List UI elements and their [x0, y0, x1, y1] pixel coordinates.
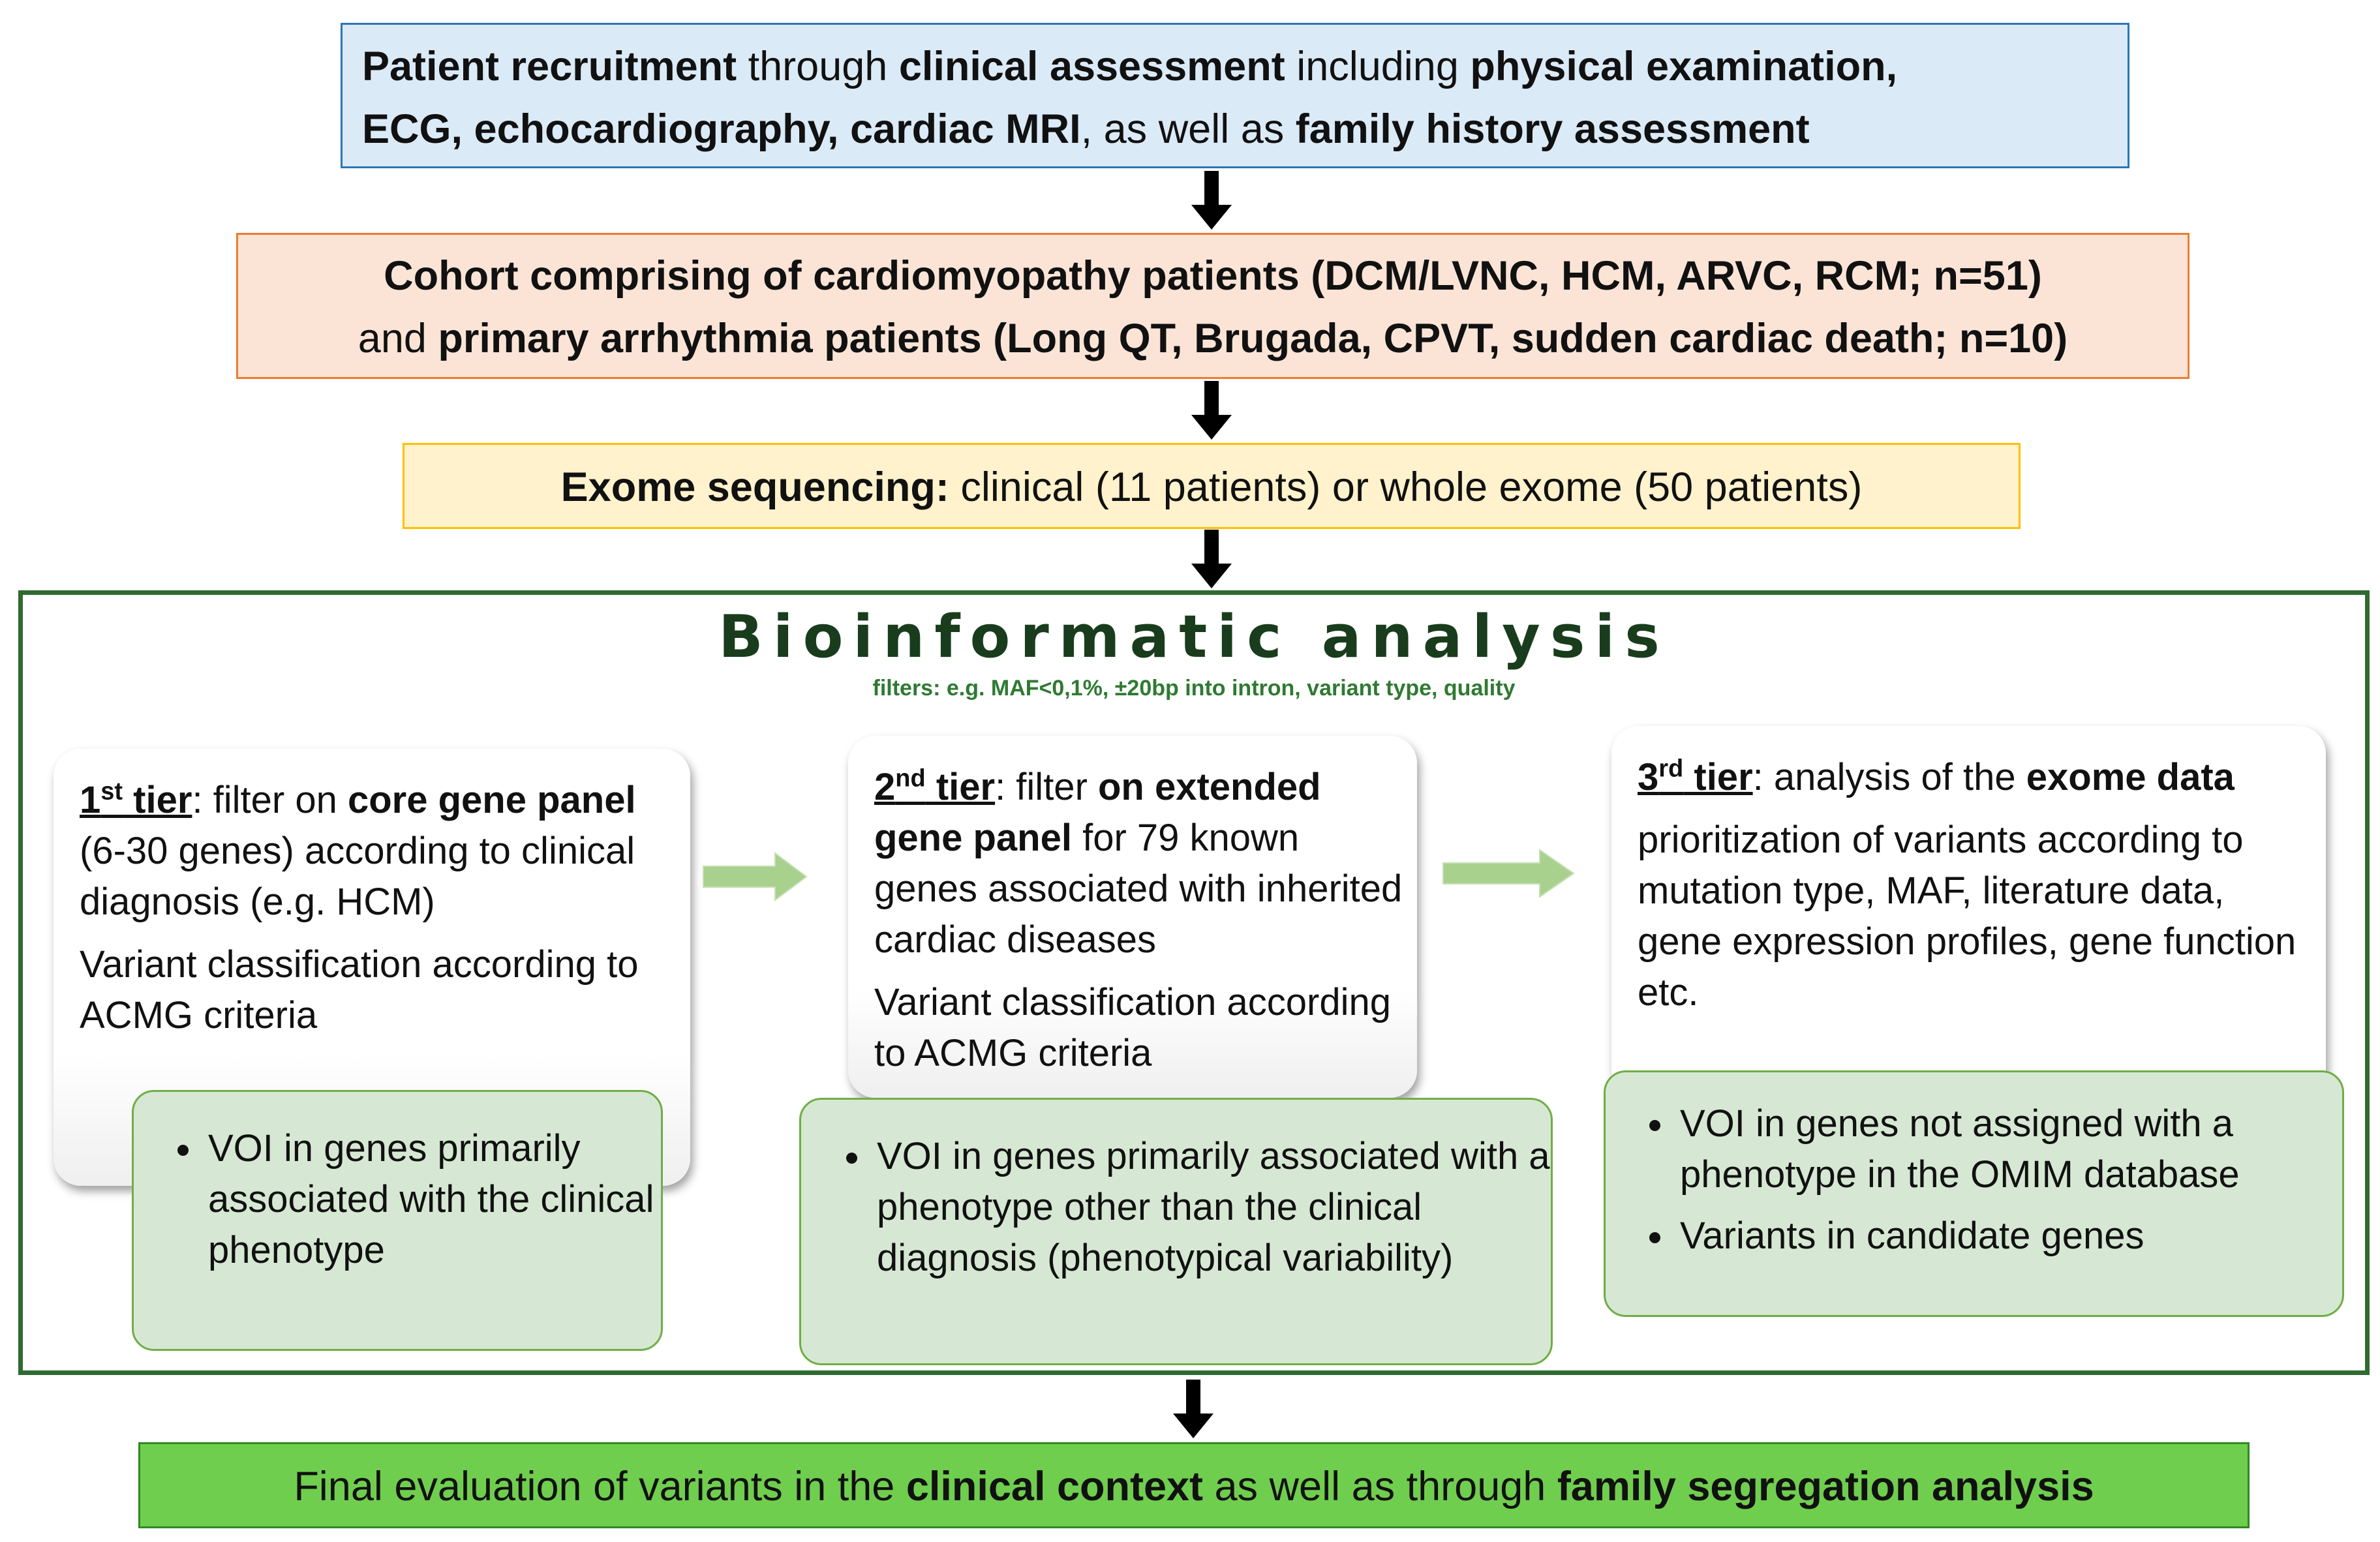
step1-run: ECG, echocardiography, cardiac MRI — [362, 106, 1081, 152]
bioinformatic-filters: filters: e.g. MAF<0,1%, ±20bp into intro… — [872, 676, 1516, 701]
down-arrow-icon — [1191, 530, 1232, 588]
down-arrow-icon — [1173, 1380, 1213, 1438]
patient-recruitment-box: Patient recruitment through clinical ass… — [341, 23, 2129, 168]
tier3-voi-item: VOI in genes not assigned with a phenoty… — [1676, 1098, 2342, 1200]
tier1-ordinal: st — [100, 778, 123, 806]
tier2-ordinal: nd — [895, 764, 926, 793]
step1-run: family history assessment — [1295, 106, 1810, 152]
tier3-ordinal: rd — [1658, 755, 1684, 783]
right-arrow-icon — [703, 852, 808, 901]
tier3-prioritization: prioritization of variants according to … — [1638, 819, 2296, 1014]
step1-run: physical examination, — [1470, 44, 1898, 89]
step1-run: , as well as — [1080, 106, 1296, 152]
tier2-word: tier — [925, 766, 996, 808]
tier2-text: : filter — [995, 766, 1098, 808]
final-evaluation-box: Final evaluation of variants in the clin… — [138, 1442, 2250, 1528]
tier1-classification: Variant classification according to ACMG… — [80, 943, 639, 1036]
bioinformatic-title: Bioinformatic analysis — [718, 603, 1670, 671]
down-arrow-icon — [1191, 381, 1232, 440]
tier3-text-bold: exome data — [2026, 756, 2235, 798]
step2-run: primary arrhythmia patients (Long QT, Br… — [438, 316, 2068, 361]
step1-run: Patient recruitment — [362, 44, 737, 89]
exome-sequencing-box: Exome sequencing: clinical (11 patients)… — [403, 443, 2021, 529]
tier1-text: : filter on — [192, 779, 348, 821]
tier1-number: 1 — [80, 779, 101, 821]
tier3-word: tier — [1683, 756, 1753, 798]
step5-run: family segregation analysis — [1557, 1464, 2094, 1509]
tier1-voi-box: VOI in genes primarily associated with t… — [132, 1090, 663, 1351]
step1-run: including — [1285, 44, 1471, 89]
step3-run: Exome sequencing: — [560, 464, 949, 510]
tier1-text: (6-30 genes) according to clinical diagn… — [80, 830, 635, 923]
tier1-text-bold: core gene panel — [347, 779, 636, 821]
down-arrow-icon — [1191, 171, 1232, 230]
step2-run: and — [358, 316, 438, 361]
right-arrow-icon — [1442, 849, 1575, 898]
tier1-voi-item: VOI in genes primarily associated with t… — [204, 1123, 661, 1276]
tier3-voi-item: Variants in candidate genes — [1676, 1211, 2342, 1262]
tier2-number: 2 — [874, 766, 896, 808]
tier1-word: tier — [123, 779, 192, 821]
tier2-text: for 79 known genes associated with inher… — [874, 817, 1403, 961]
tier2-voi-box: VOI in genes primarily associated with a… — [799, 1098, 1553, 1365]
cohort-box: Cohort comprising of cardiomyopathy pati… — [236, 233, 2189, 379]
tier3-voi-box: VOI in genes not assigned with a phenoty… — [1604, 1070, 2344, 1317]
step5-run: clinical context — [906, 1464, 1204, 1509]
step2-run: Cohort comprising of cardiomyopathy pati… — [384, 253, 2042, 299]
tier2-card: 2nd tier: filter on extended gene panel … — [848, 736, 1417, 1098]
step1-run: through — [737, 44, 899, 89]
step5-run: Final evaluation of variants in the — [294, 1464, 906, 1509]
step3-run: clinical (11 patients) or whole exome (5… — [949, 464, 1863, 510]
tier2-classification: Variant classification according to ACMG… — [874, 981, 1391, 1074]
tier2-text-bold: on extended gene panel — [874, 766, 1321, 859]
step1-run: clinical assessment — [898, 44, 1285, 89]
step5-run: as well as through — [1203, 1464, 1557, 1509]
tier3-number: 3 — [1638, 756, 1659, 798]
tier3-text: : analysis of the — [1752, 756, 2026, 798]
tier2-voi-item: VOI in genes primarily associated with a… — [873, 1131, 1551, 1284]
